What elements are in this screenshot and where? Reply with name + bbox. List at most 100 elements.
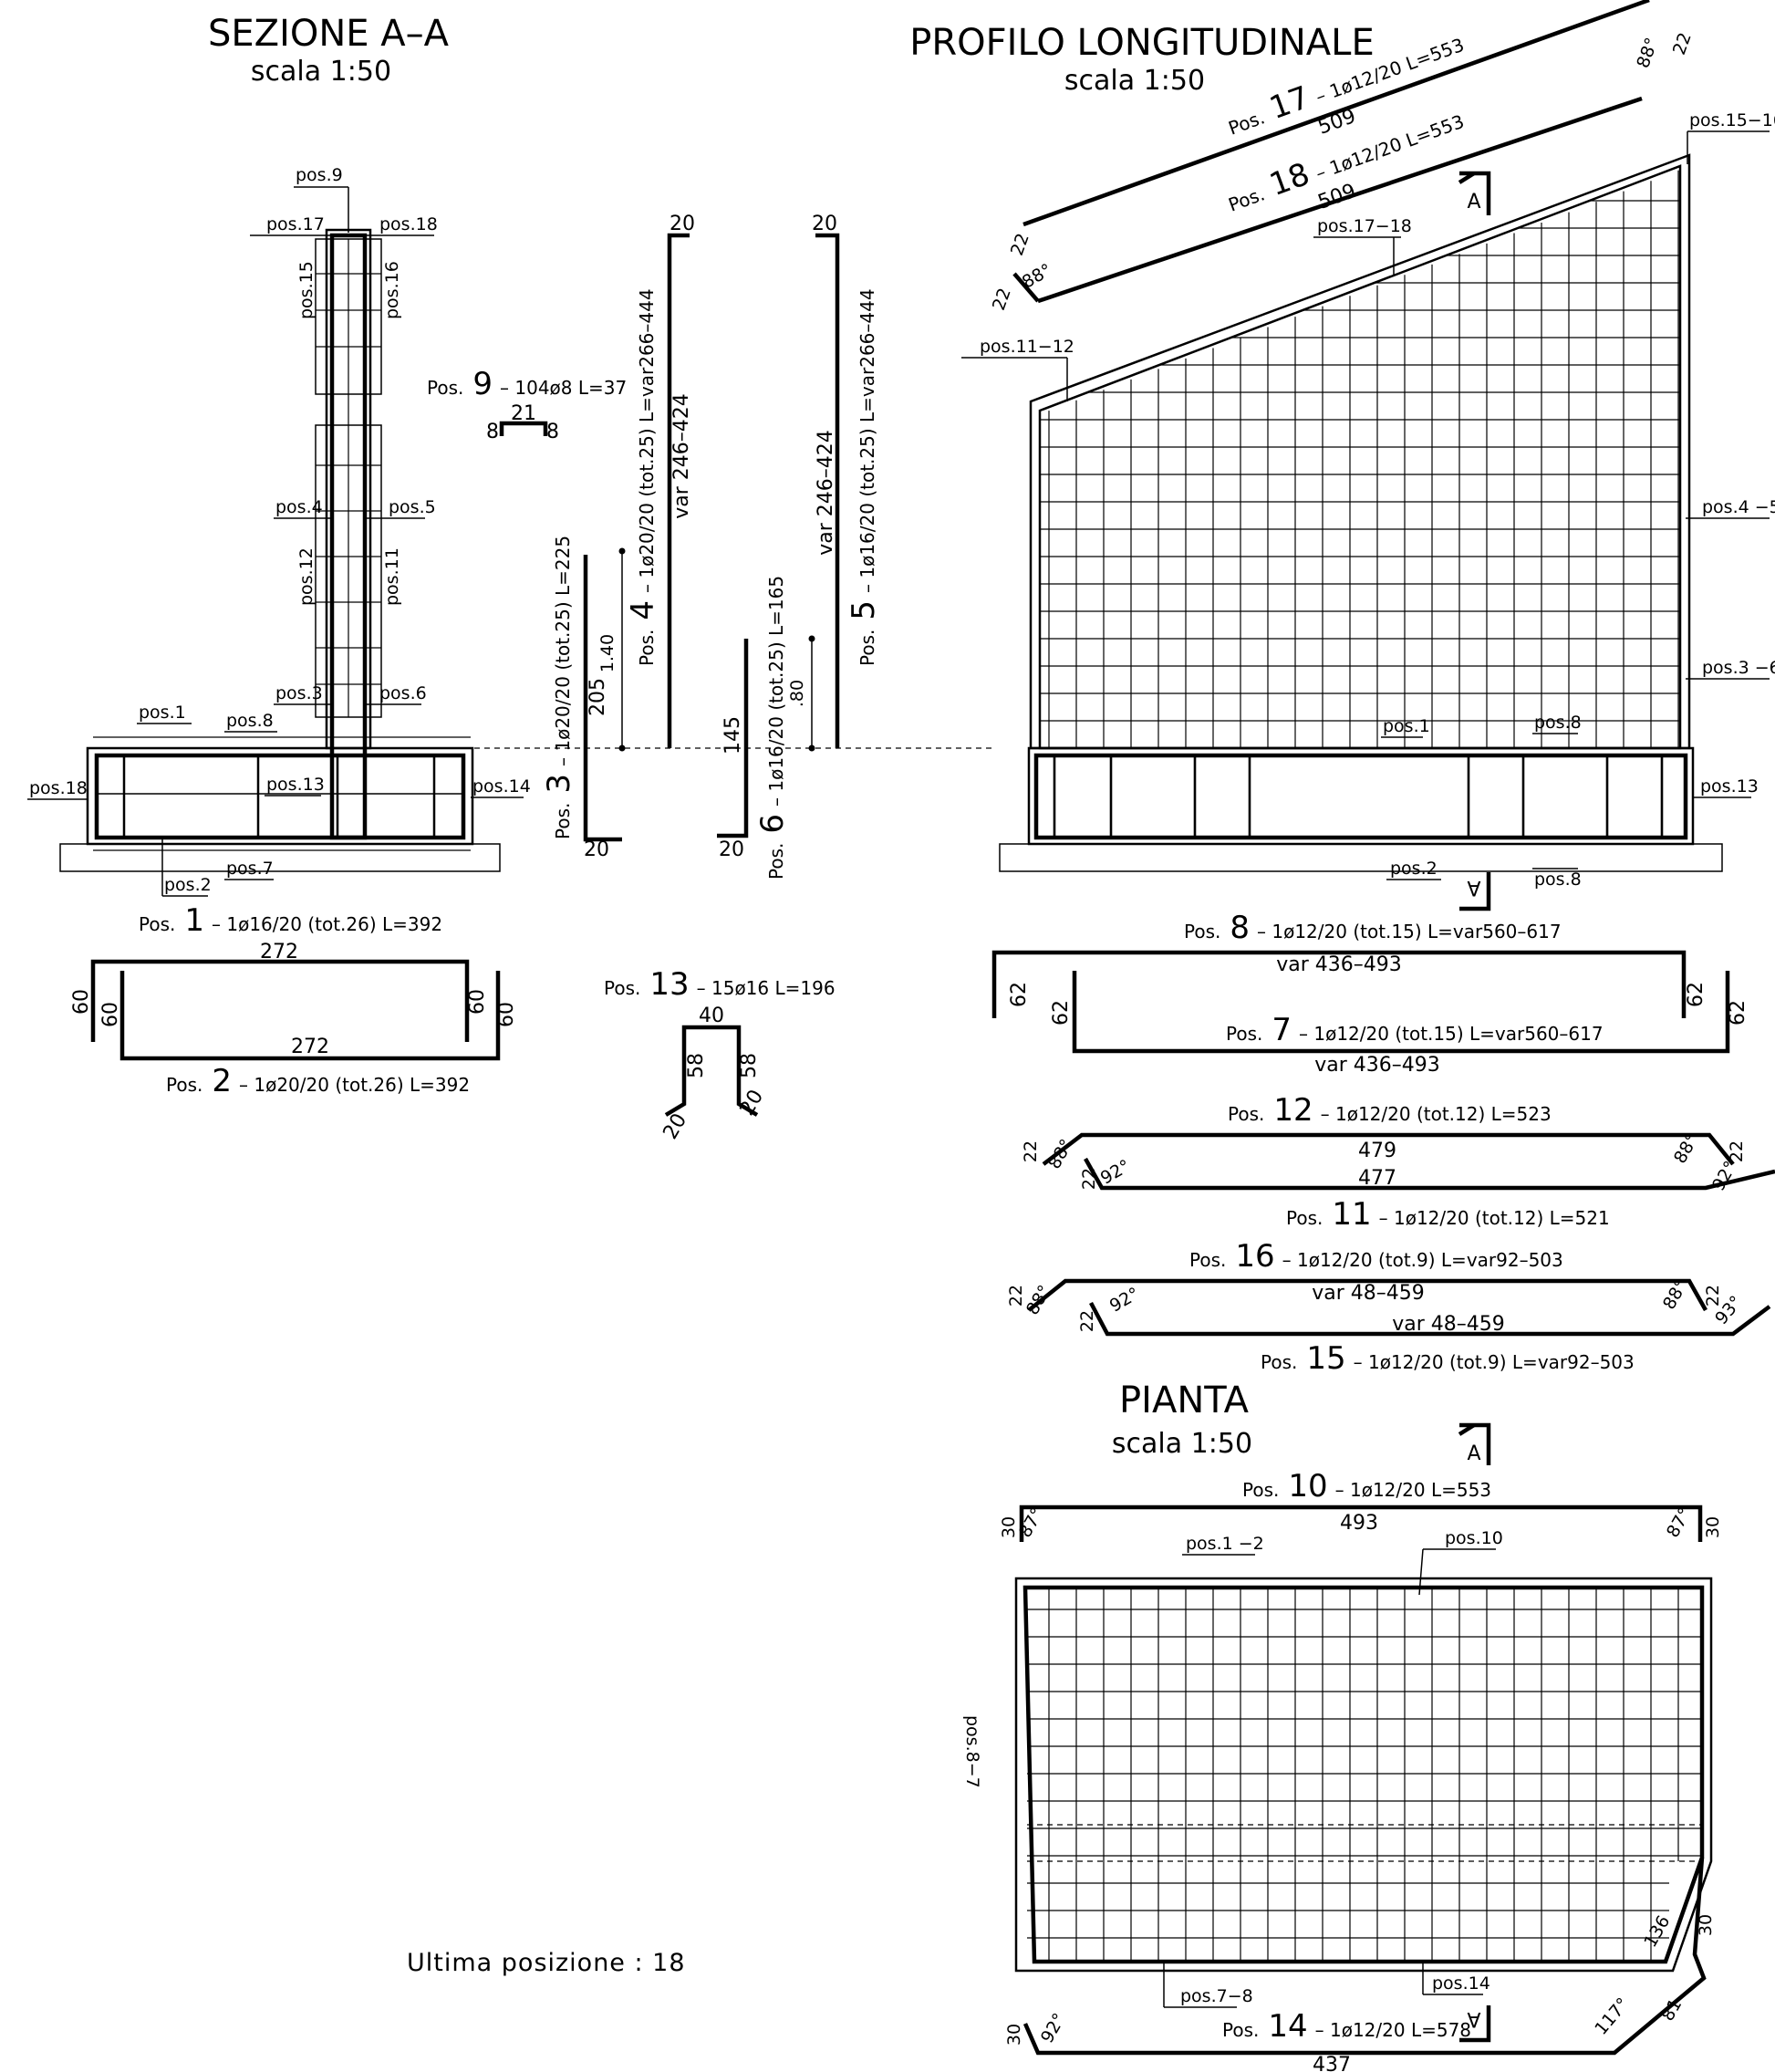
section-marker-plan-top: A [1458,1422,1491,1465]
bar-schedule-pos15: var 48–459 22 92° 93° Pos.15– 1ø12/20 (t… [1077,1284,1771,1377]
section-footing-bars [94,753,466,840]
svg-text:8: 8 [486,421,499,443]
plan-title: PIANTA [1119,1380,1250,1421]
svg-text:62: 62 [1050,1000,1073,1026]
svg-text:81: 81 [1657,1995,1686,2025]
callout-pos14: pos.14 [472,776,531,797]
svg-text:Pos.10– 1ø12/20 L=553: Pos.10– 1ø12/20 L=553 [1242,1468,1491,1505]
svg-text:479: 479 [1358,1140,1396,1162]
plan-outline [1014,1577,1713,1973]
svg-text:Pos.3– 1ø20/20 (tot.25) L=22: Pos.3– 1ø20/20 (tot.25) L=225 [541,536,577,839]
section-title: SEZIONE A–A [208,13,450,55]
longitudinal-profile-view: PROFILO LONGITUDINALE scala 1:50 Pos.17–… [909,0,1775,911]
callout-plan-pos10: pos.10 [1445,1528,1503,1548]
callout-pos13: pos.13 [266,775,325,795]
svg-text:117°: 117° [1591,1994,1633,2039]
callout-pos15: pos.15 [296,261,317,319]
bar-schedule-pos6: 145 Pos.6– 1ø16/20 (tot.25) L=165 .80 20 [717,576,815,880]
svg-text:var 246–424: var 246–424 [815,430,837,556]
svg-text:60: 60 [466,989,489,1015]
callout-profile-pos13: pos.13 [1700,776,1759,797]
bar-schedule-pos3: Pos.3– 1ø20/20 (tot.25) L=225 205 1.40 2… [541,536,626,861]
section-marker-bottom: A [1459,872,1491,911]
svg-text:22: 22 [1669,30,1696,57]
svg-text:22: 22 [1077,1310,1097,1332]
svg-text:var 436–493: var 436–493 [1314,1054,1440,1077]
callout-pos17-18: pos.17−18 [1317,216,1412,236]
svg-text:var 436–493: var 436–493 [1276,953,1402,976]
profile-footing [1027,746,1695,846]
callout-plan-pos1-2: pos.1 −2 [1186,1534,1264,1554]
section-footing [86,746,474,846]
svg-text:477: 477 [1358,1167,1396,1190]
svg-text:Pos.11– 1ø12/20 (tot.12) L=5: Pos.11– 1ø12/20 (tot.12) L=521 [1286,1196,1610,1233]
svg-text:20: 20 [670,213,695,235]
svg-text:92°: 92° [1037,2010,1070,2046]
svg-text:58: 58 [738,1053,761,1078]
svg-text:Pos.6– 1ø16/20 (tot.25) L=16: Pos.6– 1ø16/20 (tot.25) L=165 [754,576,791,880]
svg-text:272: 272 [291,1036,329,1058]
callout-pos11-12: pos.11−12 [980,337,1074,357]
svg-text:88°: 88° [1633,35,1662,70]
svg-text:var 246–424: var 246–424 [670,393,693,519]
svg-text:87°: 87° [1663,1505,1696,1541]
svg-text:20: 20 [812,213,837,235]
callout-pos4-5: pos.4 −5 [1702,497,1775,517]
svg-text:Pos.1– 1ø16/20 (tot.26) L=39: Pos.1– 1ø16/20 (tot.26) L=392 [139,902,442,939]
svg-text:20: 20 [659,1109,692,1143]
section-marker-top: A [1458,171,1491,215]
callout-pos1: pos.1 [139,703,186,723]
svg-text:Pos.16– 1ø12/20 (tot.9) L=va: Pos.16– 1ø12/20 (tot.9) L=var92–503 [1189,1238,1563,1275]
bar-schedule-pos5: 20 var 246–424 Pos.5– 1ø16/20 (tot.25) L… [812,213,882,748]
callout-pos9: pos.9 [296,165,343,185]
svg-text:30: 30 [1696,1914,1716,1936]
svg-text:A: A [1467,191,1480,213]
callout-plan-pos8-7: pos.8−7 [962,1715,982,1788]
svg-text:62: 62 [1685,982,1708,1007]
callout-pos12: pos.12 [296,547,317,606]
svg-text:22: 22 [1703,1285,1723,1307]
profile-scale: scala 1:50 [1064,65,1205,97]
callout-pos3: pos.3 [275,683,323,703]
callout-pos16: pos.16 [382,261,402,319]
svg-text:92°: 92° [1106,1284,1143,1317]
section-marker-plan-bottom: A [1459,2005,1491,2043]
section-aa-view: SEZIONE A–A scala 1:50 [27,13,994,1099]
bar-schedule-pos11: 477 22 92° 92° Pos.11– 1ø12/20 (tot.12) … [1079,1156,1775,1233]
callout-profile-pos1: pos.1 [1383,716,1430,736]
svg-text:58: 58 [685,1053,708,1078]
svg-text:509: 509 [1315,105,1359,140]
profile-footing-bars [1033,753,1688,840]
svg-text:Pos.4– 1ø20/20 (tot.25) L=va: Pos.4– 1ø20/20 (tot.25) L=var266–444 [625,288,661,666]
section-lean-concrete [59,843,501,872]
svg-text:8: 8 [546,421,559,443]
svg-text:145: 145 [721,716,744,755]
callout-pos7: pos.7 [226,859,274,879]
bar-schedule-pos7: 62 62 Pos.7– 1ø12/20 (tot.15) L=var560–6… [1050,971,1749,1077]
bar-schedule-pos10: Pos.10– 1ø12/20 L=553 493 30 30 87° 87° [999,1468,1723,1542]
svg-text:Pos.15– 1ø12/20 (tot.9) L=va: Pos.15– 1ø12/20 (tot.9) L=var92–503 [1261,1340,1635,1377]
section-wall-mesh [93,238,471,851]
plan-mesh [1027,1589,1702,1960]
bar-schedule-pos8: Pos.8– 1ø12/20 (tot.15) L=var560–617 var… [991,910,1708,1018]
profile-title: PROFILO LONGITUDINALE [909,22,1374,64]
section-wall-bars [329,233,368,840]
bar-schedule-pos14: Pos.14– 1ø12/20 L=578 437 30 92° 117° 81… [1004,1857,1716,2072]
plan-bars-outline [1022,1585,1705,1964]
svg-text:var 48–459: var 48–459 [1312,1282,1425,1305]
bar-schedule-pos13: Pos.13– 15ø16 L=196 40 58 58 20 20 [604,966,836,1143]
svg-text:30: 30 [1703,1516,1723,1538]
svg-text:20: 20 [719,838,744,861]
callout-pos17: pos.17 [266,214,325,234]
svg-text:.80: .80 [787,680,807,707]
svg-text:1.40: 1.40 [597,634,618,672]
bar-schedule-pos16: Pos.16– 1ø12/20 (tot.9) L=var92–503 var … [1006,1238,1723,1318]
svg-text:20: 20 [584,838,609,861]
svg-text:62: 62 [1727,1000,1749,1026]
callout-pos18: pos.18 [379,214,438,234]
bar-schedule-pos4: 20 Pos.4– 1ø20/20 (tot.25) L=var266–444 … [625,213,695,748]
svg-text:22: 22 [1007,231,1033,258]
callout-pos5: pos.5 [389,497,436,517]
svg-text:62: 62 [1008,982,1031,1007]
callout-profile-pos2: pos.2 [1390,859,1438,879]
